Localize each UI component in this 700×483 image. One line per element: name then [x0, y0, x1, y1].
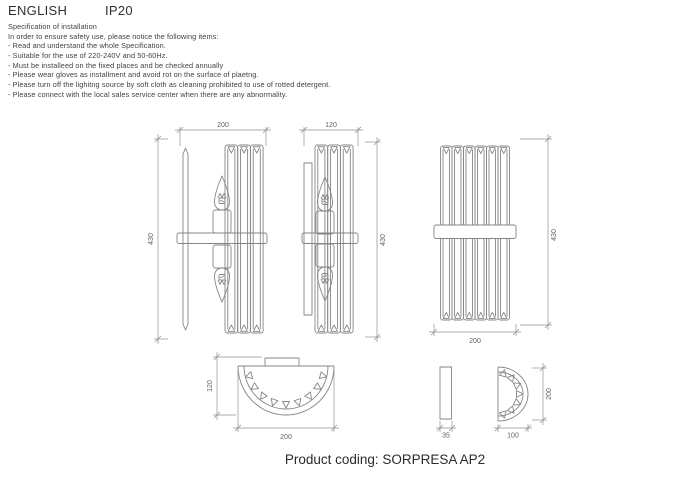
back-plate-profile — [439, 366, 452, 420]
spec-item: - Please wear gloves as installment and … — [8, 70, 259, 80]
spec-item: - Suitable for the use of 220-240V and 5… — [8, 50, 168, 60]
dim-label-width: 100 — [507, 433, 519, 440]
dim-label-width: 200 — [469, 338, 481, 345]
spec-item: - Please turn off the lighitng source by… — [8, 79, 331, 89]
spec-item: - Read and understand the whole Specific… — [8, 41, 166, 51]
drawing-side-view-200: 200 430 — [148, 122, 271, 344]
drawing-backplate-front: 200 100 — [494, 363, 553, 440]
sheet-header: ENGLISH IP20 — [0, 3, 700, 21]
dim-label-width: 200 — [217, 122, 229, 129]
ip-rating-label: IP20 — [105, 3, 133, 18]
spec-item: - Must be installeed on the fixed places… — [8, 60, 224, 70]
dim-label-width: 120 — [325, 122, 337, 129]
dim-label-width: 35 — [442, 433, 450, 440]
mount-tab — [264, 357, 300, 367]
language-label: ENGLISH — [8, 3, 68, 18]
mounting-arm — [301, 232, 359, 244]
dim-label-height: 430 — [148, 233, 155, 245]
spec-title: Specification of installation — [8, 22, 97, 31]
wall-blade — [182, 147, 189, 331]
dim-label-height: 430 — [551, 229, 558, 241]
dim-label-height: 430 — [380, 234, 387, 246]
dim-label-height: 200 — [546, 388, 553, 400]
mounting-arm — [176, 232, 268, 244]
drawing-front-view: 430 200 — [429, 134, 558, 345]
drawing-backplate-side: 35 — [436, 366, 456, 440]
dim-label-depth: 120 — [207, 380, 214, 392]
drawing-side-view-120: 120 430 — [299, 122, 387, 342]
spec-section: Specification of installation In order t… — [8, 22, 428, 99]
center-band — [433, 224, 517, 239]
spec-intro: In order to ensure safety use, please no… — [8, 31, 219, 41]
back-plate — [303, 162, 313, 316]
dim-label-width: 200 — [280, 434, 292, 441]
product-coding: Product coding: SORPRESA AP2 — [284, 452, 486, 467]
drawing-bottom-view: 120 200 — [207, 352, 339, 441]
spec-item: - Please connect with the local sales se… — [8, 89, 288, 99]
